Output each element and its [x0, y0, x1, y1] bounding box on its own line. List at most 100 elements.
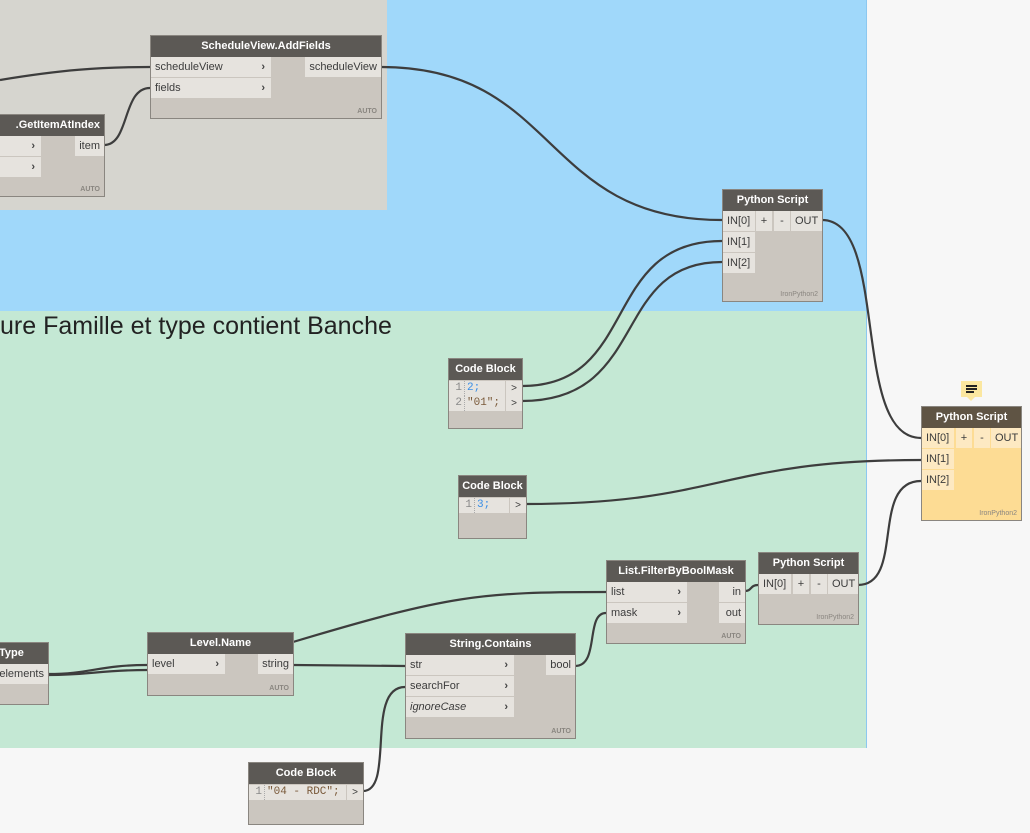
lacing-label: AUTO — [269, 685, 289, 692]
wire — [521, 260, 723, 403]
lacing-label: AUTO — [80, 186, 100, 193]
input-port-level[interactable]: level› — [148, 654, 225, 674]
output-port-out[interactable]: OUT — [828, 574, 858, 594]
output-port-string[interactable]: string — [258, 654, 293, 674]
lacing-label: AUTO — [551, 728, 571, 735]
input-port-in1[interactable]: IN[1] — [723, 232, 755, 252]
output-port[interactable]: > — [347, 785, 363, 800]
wire — [857, 479, 922, 587]
port-label: level — [152, 658, 175, 670]
wire — [292, 663, 406, 668]
code-line[interactable]: 2"01"; — [449, 396, 505, 411]
add-input-button[interactable]: + — [956, 428, 972, 448]
node-title: Python Script — [759, 553, 858, 574]
node-title: Type — [0, 643, 48, 664]
node-title: ScheduleView.AddFields — [151, 36, 381, 57]
input-port-in0[interactable]: IN[0] — [723, 211, 755, 231]
chevron-icon: › — [504, 701, 508, 713]
node-title: List.FilterByBoolMask — [607, 561, 745, 582]
engine-label: IronPython2 — [780, 291, 818, 298]
node-level-name[interactable]: Level.Name level› string AUTO — [147, 632, 294, 696]
output-port[interactable]: > — [510, 498, 526, 513]
chevron-icon: › — [31, 140, 35, 152]
output-port-in[interactable]: in — [719, 582, 745, 602]
input-port-in0[interactable]: IN[0] — [922, 428, 954, 448]
port-label: list — [611, 586, 625, 598]
node-scheduleview-addfields[interactable]: ScheduleView.AddFields scheduleView › fie… — [150, 35, 382, 119]
input-port[interactable]: › — [0, 136, 41, 156]
wire — [362, 685, 406, 793]
code-text: 3; — [477, 499, 491, 511]
port-label: str — [410, 659, 423, 671]
input-port-in1[interactable]: IN[1] — [922, 449, 954, 469]
wire — [47, 663, 148, 676]
chevron-icon: › — [677, 586, 681, 598]
wire — [821, 218, 922, 440]
output-port-scheduleview[interactable]: scheduleView — [305, 57, 381, 77]
output-port-elements[interactable]: elements — [0, 664, 48, 684]
node-title: .GetItemAtIndex — [0, 115, 104, 136]
code-line[interactable]: 1"04 - RDC"; — [249, 785, 346, 800]
node-title: Code Block — [449, 359, 522, 380]
input-port-str[interactable]: str› — [406, 655, 514, 675]
node-python-script-selected[interactable]: Python Script IN[0] IN[1] IN[2] + - OUT … — [921, 406, 1022, 521]
input-port[interactable]: › — [0, 157, 41, 177]
add-input-button[interactable]: + — [793, 574, 809, 594]
node-python-script-1[interactable]: Python Script IN[0] IN[1] IN[2] + - OUT … — [722, 189, 823, 302]
output-port[interactable]: > — [506, 396, 522, 411]
output-port-out[interactable]: OUT — [791, 211, 822, 231]
node-getitematindex[interactable]: .GetItemAtIndex › › item AUTO — [0, 114, 105, 197]
wire — [574, 611, 607, 668]
node-title: Code Block — [459, 476, 526, 497]
port-label: scheduleView — [155, 61, 223, 73]
node-string-contains[interactable]: String.Contains str› searchFor› ignoreCa… — [405, 633, 576, 739]
wire — [47, 668, 148, 677]
output-port[interactable]: > — [506, 381, 522, 396]
remove-input-button[interactable]: - — [774, 211, 790, 231]
node-title: String.Contains — [406, 634, 575, 655]
port-label: mask — [611, 607, 638, 619]
node-type[interactable]: Type elements — [0, 642, 49, 705]
wire — [521, 239, 723, 388]
input-port-in2[interactable]: IN[2] — [723, 253, 755, 273]
input-port-ignorecase[interactable]: ignoreCase › — [406, 697, 514, 717]
engine-label: IronPython2 — [979, 510, 1017, 517]
node-list-filterbyboolmask[interactable]: List.FilterByBoolMask list › mask › in out… — [606, 560, 746, 644]
port-label: ignoreCase — [410, 701, 467, 713]
input-port-in2[interactable]: IN[2] — [922, 470, 954, 490]
node-title: Code Block — [249, 763, 363, 784]
node-title: Level.Name — [148, 633, 293, 654]
output-port-out[interactable]: out — [719, 603, 745, 623]
port-label: searchFor — [410, 680, 460, 692]
wire — [525, 458, 922, 506]
input-port-scheduleview[interactable]: scheduleView › — [151, 57, 271, 77]
input-port-searchfor[interactable]: searchFor › — [406, 676, 514, 696]
chevron-icon: › — [261, 61, 265, 73]
output-port-item[interactable]: item — [75, 136, 104, 156]
chevron-icon: › — [504, 680, 508, 692]
input-port-fields[interactable]: fields› — [151, 78, 271, 98]
output-port-out[interactable]: OUT — [991, 428, 1021, 448]
wire — [0, 65, 151, 82]
node-python-script-3[interactable]: Python Script IN[0] + - OUT IronPython2 — [758, 552, 859, 625]
input-port-in0[interactable]: IN[0] — [759, 574, 791, 594]
add-input-button[interactable]: + — [756, 211, 772, 231]
node-code-block-3[interactable]: Code Block 1"04 - RDC"; > — [248, 762, 364, 825]
chevron-icon: › — [677, 607, 681, 619]
wire — [103, 86, 151, 147]
input-port-mask[interactable]: mask › — [607, 603, 687, 623]
group-title[interactable]: ure Famille et type contient Banche — [0, 312, 392, 340]
wire — [744, 583, 759, 593]
remove-input-button[interactable]: - — [811, 574, 827, 594]
input-port-list[interactable]: list › — [607, 582, 687, 602]
lacing-label: AUTO — [357, 108, 377, 115]
note-icon[interactable] — [961, 381, 982, 401]
node-title: Python Script — [723, 190, 822, 211]
remove-input-button[interactable]: - — [974, 428, 990, 448]
output-port-bool[interactable]: bool — [546, 655, 575, 675]
